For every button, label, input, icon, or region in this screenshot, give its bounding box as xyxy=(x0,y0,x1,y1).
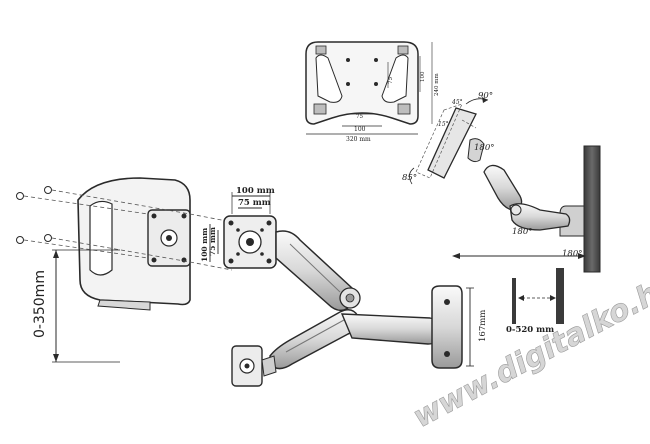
vesa-plate-small xyxy=(147,209,191,267)
swivel-mid-label: 180° xyxy=(512,227,532,237)
reach-dimension: 0-520 mm xyxy=(452,253,586,335)
vesa-plate-main xyxy=(223,215,277,269)
small-angle-1-label: 45° xyxy=(451,99,463,106)
monitor-tilt-head xyxy=(231,345,277,387)
vesa-75-label: 75 mm xyxy=(238,198,271,208)
tray-depth-label: 240 mm xyxy=(434,73,440,96)
small-angle-2-label: 15° xyxy=(438,121,449,128)
vesa-100-label: 100 mm xyxy=(236,186,275,196)
tray-hole-75-label: 75 xyxy=(356,114,363,120)
tilt-up-label: 90° xyxy=(478,91,493,101)
lower-gas-arm xyxy=(269,309,441,370)
tilt-down-label: 85° xyxy=(402,173,417,183)
screw-icons xyxy=(16,186,233,271)
vesa-dimensions: 100 mm 75 mm 100 mm 75 mm xyxy=(200,186,275,262)
height-range-dimension: 0-350mm xyxy=(32,249,120,363)
wall-plate: 167mm xyxy=(431,285,488,369)
vesa-100-side-label: 100 mm xyxy=(200,228,209,262)
side-view-monitor xyxy=(415,103,485,179)
reach-range-label: 0-520 mm xyxy=(506,325,554,335)
swivel-wall-label: 180° xyxy=(562,249,582,259)
angle-labels: 90° 45° 15° 85° 180° 180° 180° xyxy=(402,91,582,259)
tray-side-100-label: 100 xyxy=(420,71,426,82)
tray-top-view: 75 100 320 mm 75 100 240 mm xyxy=(305,41,440,143)
vesa-75-side-label: 75 mm xyxy=(208,227,217,256)
side-view-arm xyxy=(483,164,571,231)
swivel-top-label: 180° xyxy=(474,143,494,153)
tray-side-75-label: 75 xyxy=(388,77,394,84)
upper-gas-arm xyxy=(275,230,361,312)
tray-width-outer-label: 320 mm xyxy=(346,136,371,143)
height-range-label: 0-350mm xyxy=(32,270,48,338)
wall-plate-height-label: 167mm xyxy=(478,310,488,342)
tray-width-inner-label: 100 xyxy=(354,126,366,133)
